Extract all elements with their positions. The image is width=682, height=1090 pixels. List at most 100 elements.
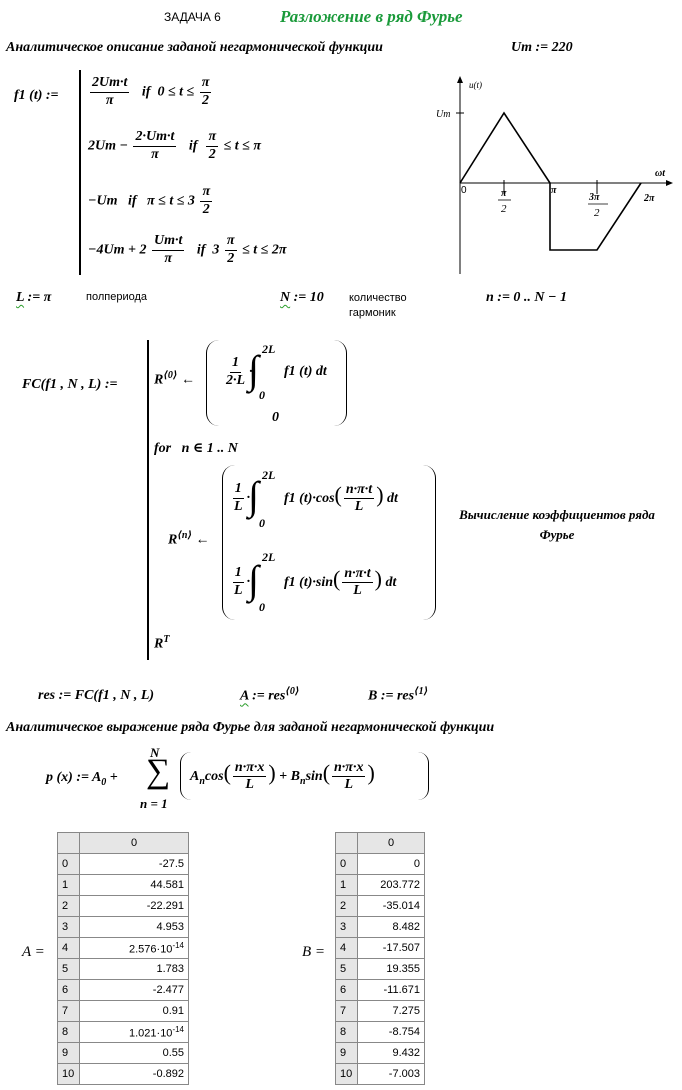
L-note: полпериода: [86, 291, 147, 303]
r0-integrand: f1 (t) dt: [284, 364, 327, 379]
row-value: -35.014: [357, 895, 425, 917]
A-col-header: 0: [79, 832, 189, 854]
y-tick-um: Um: [436, 109, 450, 120]
task-label: ЗАДАЧА 6: [164, 10, 221, 24]
row-value: -2.477: [79, 979, 189, 1001]
row-index: 10: [335, 1063, 358, 1085]
program-note: Вычисление коэффициентов ряда Фурье: [459, 507, 655, 542]
row-value: -0.892: [79, 1063, 189, 1085]
table-row: 8-8.754: [335, 1021, 425, 1043]
row-index: 0: [57, 853, 80, 875]
row-value: -22.291: [79, 895, 189, 917]
row-index: 8: [57, 1021, 80, 1043]
row-value: -7.003: [357, 1063, 425, 1085]
table-row: 2-35.014: [335, 895, 425, 917]
row-value: 9.432: [357, 1042, 425, 1064]
x-axis-label: ωt: [655, 168, 666, 179]
row-value: -27.5: [79, 853, 189, 875]
tick-3pi-half-den: 2: [594, 207, 600, 219]
y-axis-label: u(t): [469, 80, 482, 90]
return-transpose: RT: [154, 634, 170, 652]
row-index: 6: [57, 979, 80, 1001]
row-value: 4.953: [79, 916, 189, 938]
row-value: 0.91: [79, 1000, 189, 1022]
f1-lhs: f1 (t) :=: [14, 88, 59, 103]
row-index: 2: [57, 895, 80, 917]
A-table-label: A =: [22, 944, 45, 960]
tick-pi: π: [551, 185, 557, 196]
row-index: 3: [335, 916, 358, 938]
row-index: 10: [57, 1063, 80, 1085]
for-loop: for n ∈ 1 .. N: [154, 441, 238, 456]
row-value: 7.275: [357, 1000, 425, 1022]
row-index: 7: [57, 1000, 80, 1022]
row-index: 6: [335, 979, 358, 1001]
program-bar: [147, 340, 149, 660]
row-value: 8.482: [357, 916, 425, 938]
tick-3pi-half-num: 3π: [588, 192, 600, 203]
section1-heading: Аналитическое описание заданой негармони…: [6, 40, 383, 55]
row-index: 7: [335, 1000, 358, 1022]
piecewise-bar: [79, 70, 81, 275]
row-value: 203.772: [357, 874, 425, 896]
origin-label: 0: [461, 185, 467, 196]
row-index: 5: [57, 958, 80, 980]
B-col-header: 0: [357, 832, 425, 854]
row-index: 8: [335, 1021, 358, 1043]
section2-heading: Аналитическое выражение ряда Фурье для з…: [6, 720, 495, 735]
table-row: 6-2.477: [57, 979, 189, 1001]
table-row: 10-0.892: [57, 1063, 189, 1085]
row-index: 9: [335, 1042, 358, 1064]
tick-2pi: 2π: [643, 193, 655, 204]
row-value: -8.754: [357, 1021, 425, 1043]
row-value: 1.783: [79, 958, 189, 980]
row-index: 0: [335, 853, 358, 875]
row-index: 4: [335, 937, 358, 959]
table-row: 10-7.003: [335, 1063, 425, 1085]
fc-lhs: FC(f1 , N , L) :=: [22, 377, 118, 392]
row-index: 3: [57, 916, 80, 938]
B-table-label: B =: [302, 944, 326, 960]
table-row: 4-17.507: [335, 937, 425, 959]
table-row: 0-27.5: [57, 853, 189, 875]
row-index: 2: [335, 895, 358, 917]
rn-assign: R⟨n⟩ ←: [168, 530, 210, 548]
row-value: -11.671: [357, 979, 425, 1001]
L-definition: L := π: [16, 290, 52, 305]
n-range: n := 0 .. N − 1: [486, 290, 568, 305]
tick-pi-half-num: π: [501, 188, 507, 199]
row-value: 1.021·10-14: [79, 1021, 189, 1043]
row-index: 5: [335, 958, 358, 980]
row-index: 4: [57, 937, 80, 959]
N-note: количество гармоник: [349, 292, 407, 319]
table-row: 2-22.291: [57, 895, 189, 917]
table-row: 6-11.671: [335, 979, 425, 1001]
waveform-graph: u(t) ωt Um 0 π 2 π 3π 2 2π: [436, 76, 673, 274]
row-value: 0.55: [79, 1042, 189, 1064]
res-definition: res := FC(f1 , N , L): [38, 688, 155, 703]
A-definition: A := res⟨0⟩: [240, 686, 300, 704]
row-index: 1: [57, 874, 80, 896]
row-value: -17.507: [357, 937, 425, 959]
